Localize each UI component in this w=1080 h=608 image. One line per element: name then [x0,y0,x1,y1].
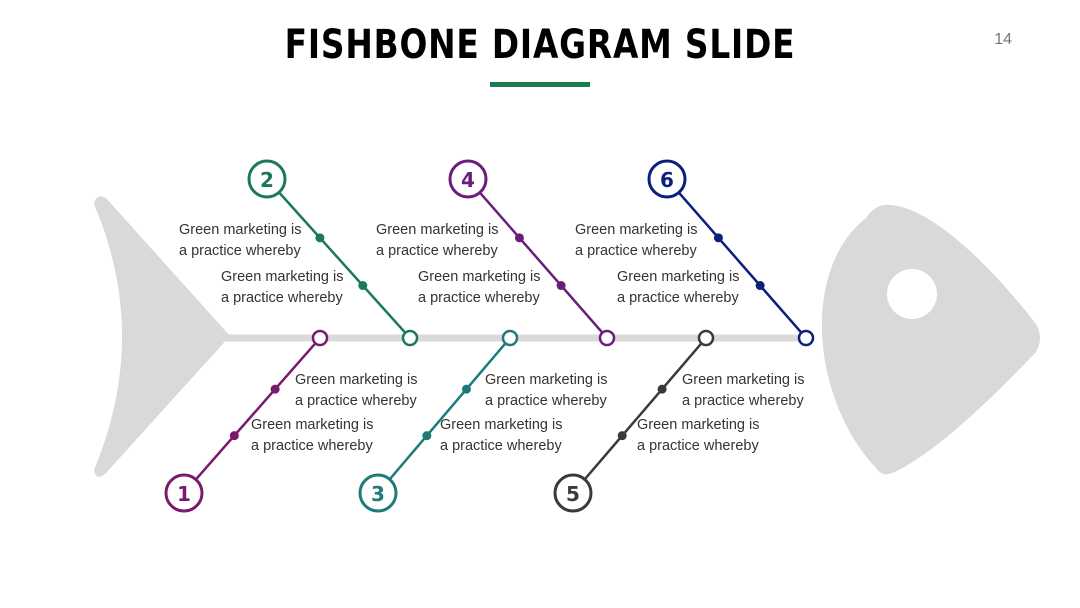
caption-bone-2-upper: Green marketing is a practice whereby [179,220,302,262]
caption-bone-6-lower: Green marketing is a practice whereby [617,267,740,309]
bone-1-dot-1 [229,431,239,441]
caption-bone-6-upper: Green marketing is a practice whereby [575,220,698,262]
caption-line-2: a practice whereby [617,290,739,306]
caption-line-1: Green marketing is [682,372,805,388]
bone-3-line [388,343,506,481]
caption-line-2: a practice whereby [637,438,759,454]
caption-line-1: Green marketing is [617,269,740,285]
page-title: FISHBONE DIAGRAM SLIDE [284,22,796,68]
title-underline [490,82,590,87]
caption-bone-5-lower: Green marketing is a practice whereby [637,415,760,457]
caption-line-2: a practice whereby [221,290,343,306]
caption-line-2: a practice whereby [295,393,417,409]
step-number-5: 5 [566,482,580,506]
bone-3-dot-2 [461,384,471,394]
bone-2-line [278,191,406,333]
caption-line-1: Green marketing is [221,269,344,285]
bone-6-dot-1 [713,233,723,243]
caption-bone-3-lower: Green marketing is a practice whereby [440,415,563,457]
bone-5: 5 [553,329,715,513]
bone-4-dot-1 [514,233,524,243]
bone-1-line [194,343,316,481]
bone-4-line [478,191,603,333]
step-number-6: 6 [660,168,674,192]
caption-line-2: a practice whereby [418,290,540,306]
step-number-2: 2 [260,168,274,192]
bone-3-dot-1 [422,431,432,441]
bone-4: 4 [448,159,616,347]
fish-eye [887,269,937,319]
bone-3-joint [501,329,519,347]
bone-6-joint [797,329,815,347]
caption-line-2: a practice whereby [575,243,697,259]
bone-2-dot-1 [315,233,325,243]
step-circle-3 [358,473,398,513]
caption-bone-4-upper: Green marketing is a practice whereby [376,220,499,262]
fish-head [821,204,1040,475]
caption-bone-5-upper: Green marketing is a practice whereby [682,370,805,412]
bone-5-dot-2 [657,384,667,394]
caption-line-2: a practice whereby [485,393,607,409]
step-number-1: 1 [177,482,191,506]
step-circle-1 [164,473,204,513]
bone-5-line [583,343,702,481]
step-circle-5 [553,473,593,513]
caption-bone-3-upper: Green marketing is a practice whereby [485,370,608,412]
bone-4-dot-2 [556,281,566,291]
step-circle-2 [247,159,287,199]
caption-line-1: Green marketing is [418,269,541,285]
bone-5-dot-1 [617,431,627,441]
caption-bone-4-lower: Green marketing is a practice whereby [418,267,541,309]
bone-1: 1 [164,329,329,513]
bone-4-joint [598,329,616,347]
bone-2-joint [401,329,419,347]
caption-line-1: Green marketing is [637,417,760,433]
caption-line-2: a practice whereby [251,438,373,454]
caption-line-2: a practice whereby [179,243,301,259]
caption-line-1: Green marketing is [485,372,608,388]
bone-5-joint [697,329,715,347]
bone-2: 2 [247,159,419,347]
caption-line-1: Green marketing is [376,222,499,238]
caption-line-1: Green marketing is [251,417,374,433]
bone-1-joint [311,329,329,347]
caption-line-2: a practice whereby [376,243,498,259]
caption-bone-2-lower: Green marketing is a practice whereby [221,267,344,309]
caption-bone-1-upper: Green marketing is a practice whereby [295,370,418,412]
caption-line-1: Green marketing is [575,222,698,238]
caption-line-2: a practice whereby [440,438,562,454]
step-circle-4 [448,159,488,199]
caption-bone-1-lower: Green marketing is a practice whereby [251,415,374,457]
caption-line-1: Green marketing is [295,372,418,388]
step-circle-6 [647,159,687,199]
bone-6: 6 [647,159,815,347]
step-number-4: 4 [461,168,475,192]
bone-2-dot-2 [358,281,368,291]
page-number: 14 [994,31,1012,48]
fish-tail [94,196,230,477]
bone-6-dot-2 [755,281,765,291]
bone-3: 3 [358,329,519,513]
bone-1-dot-2 [270,384,280,394]
step-number-3: 3 [371,482,385,506]
bone-6-line [677,191,802,333]
caption-line-2: a practice whereby [682,393,804,409]
caption-line-1: Green marketing is [440,417,563,433]
caption-line-1: Green marketing is [179,222,302,238]
bones-layer: 1 2 3 4 5 6 [164,159,815,513]
